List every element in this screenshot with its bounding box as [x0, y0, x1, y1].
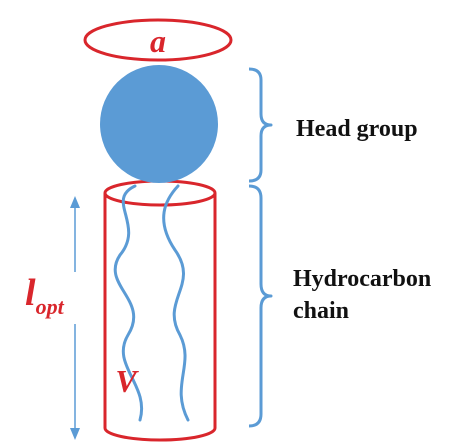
- head-area-ellipse: [83, 18, 233, 62]
- hydrocarbon-chain-right: [162, 184, 190, 422]
- length-arrow-bottom-head: [70, 428, 80, 440]
- cylinder-top-ellipse: [103, 179, 217, 207]
- chain-cylinder: [103, 179, 217, 442]
- head-group-sphere: [100, 65, 218, 183]
- hydrocarbon-chain-label-line1: Hydrocarbon: [293, 266, 431, 292]
- length-arrow-top-head: [70, 196, 80, 208]
- head-group-label: Head group: [296, 116, 418, 142]
- cylinder-bottom-arc: [103, 427, 217, 442]
- length-label-subscript: opt: [36, 294, 65, 319]
- hydrocarbon-chain-label-line2: chain: [293, 298, 349, 324]
- head-area-label: a: [150, 23, 166, 59]
- head-group-brace: [248, 67, 273, 183]
- hydrocarbon-chain-brace: [248, 184, 273, 428]
- volume-label: V: [115, 363, 139, 399]
- length-label-backdrop: [20, 272, 84, 324]
- length-label: lopt: [25, 272, 65, 319]
- length-label-main: l: [25, 272, 36, 314]
- hydrocarbon-chain-left: [113, 184, 144, 422]
